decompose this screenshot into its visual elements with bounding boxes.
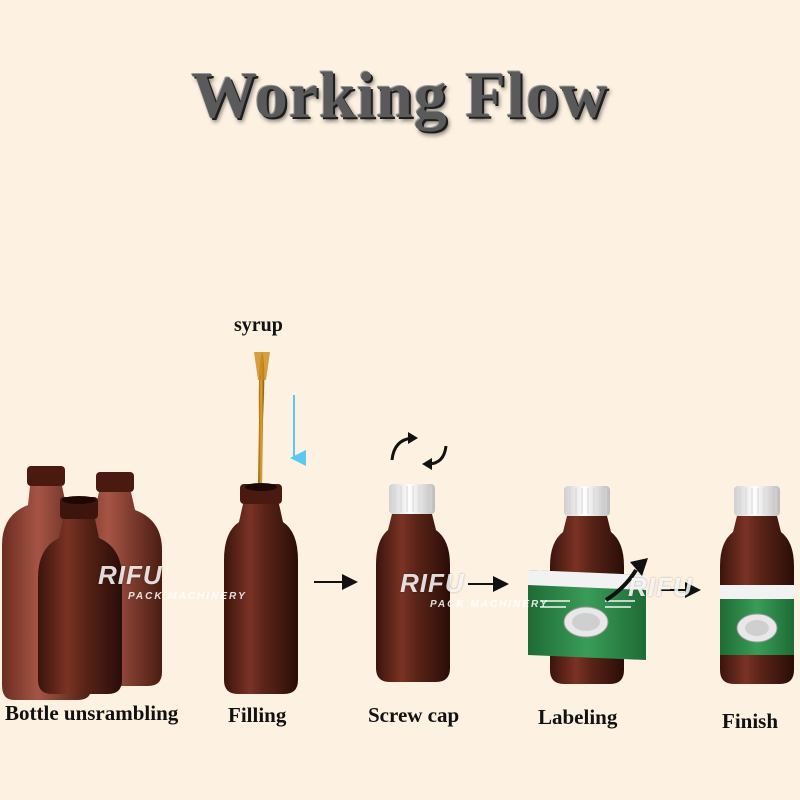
step-label-labeling: Labeling	[538, 705, 618, 729]
bottle-group-finish	[720, 486, 794, 684]
watermark-logo: RIFU PACK MACHINERY	[98, 560, 247, 602]
watermark-logo: RIFU PACK MACHINERY	[400, 568, 549, 610]
step-label-screw-cap: Screw cap	[368, 703, 460, 727]
step-label-filling: Filling	[228, 703, 287, 727]
cap	[389, 484, 435, 514]
bottle-group-unscrambling	[2, 466, 162, 700]
step-label-unscrambling: Bottle unsrambling	[5, 701, 179, 725]
watermark-logo: RIFU	[628, 572, 693, 602]
step-label-finish: Finish	[722, 709, 779, 733]
syrup-stream	[258, 352, 265, 488]
curved-arrow-icon	[604, 568, 638, 602]
bottle-front	[38, 496, 122, 694]
bottle-group-screw-cap	[376, 432, 450, 682]
bottle-group-labeling	[528, 486, 648, 684]
page-title: Working Flow	[191, 59, 609, 132]
syrup-label: syrup	[234, 314, 283, 336]
bottle-group-filling	[224, 352, 306, 694]
rotate-icon	[390, 432, 448, 470]
